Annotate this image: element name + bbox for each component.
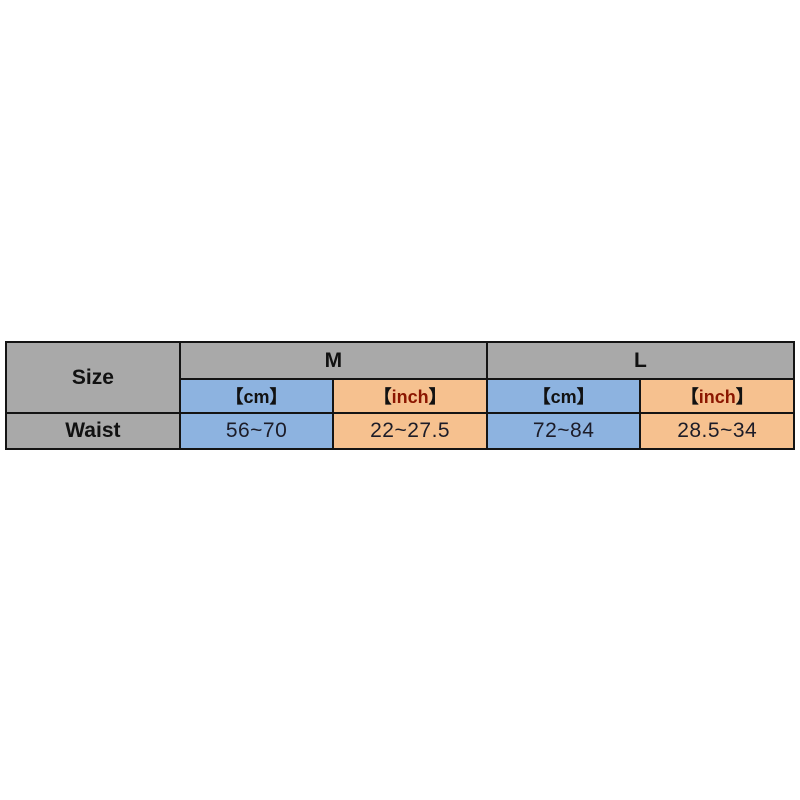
waist-row-label: Waist (65, 419, 121, 442)
m-inch-unit-label: 【inch】 (374, 387, 447, 407)
waist-m-cm-value: 56~70 (225, 419, 288, 442)
waist-m-cm-cell: 56~70 (178, 412, 335, 450)
waist-l-inch-cell: 28.5~34 (639, 412, 795, 450)
bracket-close: 】 (428, 387, 447, 407)
waist-m-inch-value: 22~27.5 (370, 419, 451, 442)
waist-l-cm-cell: 72~84 (485, 412, 642, 450)
size-l-label: L (634, 348, 647, 372)
size-corner-cell: Size (5, 341, 181, 414)
inch-word: inch (391, 387, 429, 407)
inch-word: inch (698, 387, 736, 407)
size-m-label: M (324, 348, 343, 372)
waist-m-inch-cell: 22~27.5 (332, 412, 488, 450)
size-l-header-cell: L (485, 341, 796, 380)
bracket-open: 【 (373, 387, 392, 407)
waist-row-header-cell: Waist (5, 412, 181, 450)
bracket-close: 】 (735, 387, 754, 407)
l-inch-unit-cell: 【inch】 (639, 378, 795, 414)
l-cm-unit-cell: 【cm】 (485, 378, 642, 414)
l-cm-unit-label: 【cm】 (532, 387, 595, 407)
bracket-open: 【 (680, 387, 699, 407)
size-chart-table: Size M L 【cm】 【inch】 【cm】 【inch】 (5, 341, 796, 450)
size-m-header-cell: M (178, 341, 488, 380)
m-cm-unit-cell: 【cm】 (178, 378, 335, 414)
m-cm-unit-label: 【cm】 (225, 387, 288, 407)
waist-l-cm-value: 72~84 (532, 419, 595, 442)
waist-l-inch-value: 28.5~34 (677, 419, 758, 442)
m-inch-unit-cell: 【inch】 (332, 378, 488, 414)
size-corner-label: Size (71, 365, 114, 389)
l-inch-unit-label: 【inch】 (681, 387, 754, 407)
